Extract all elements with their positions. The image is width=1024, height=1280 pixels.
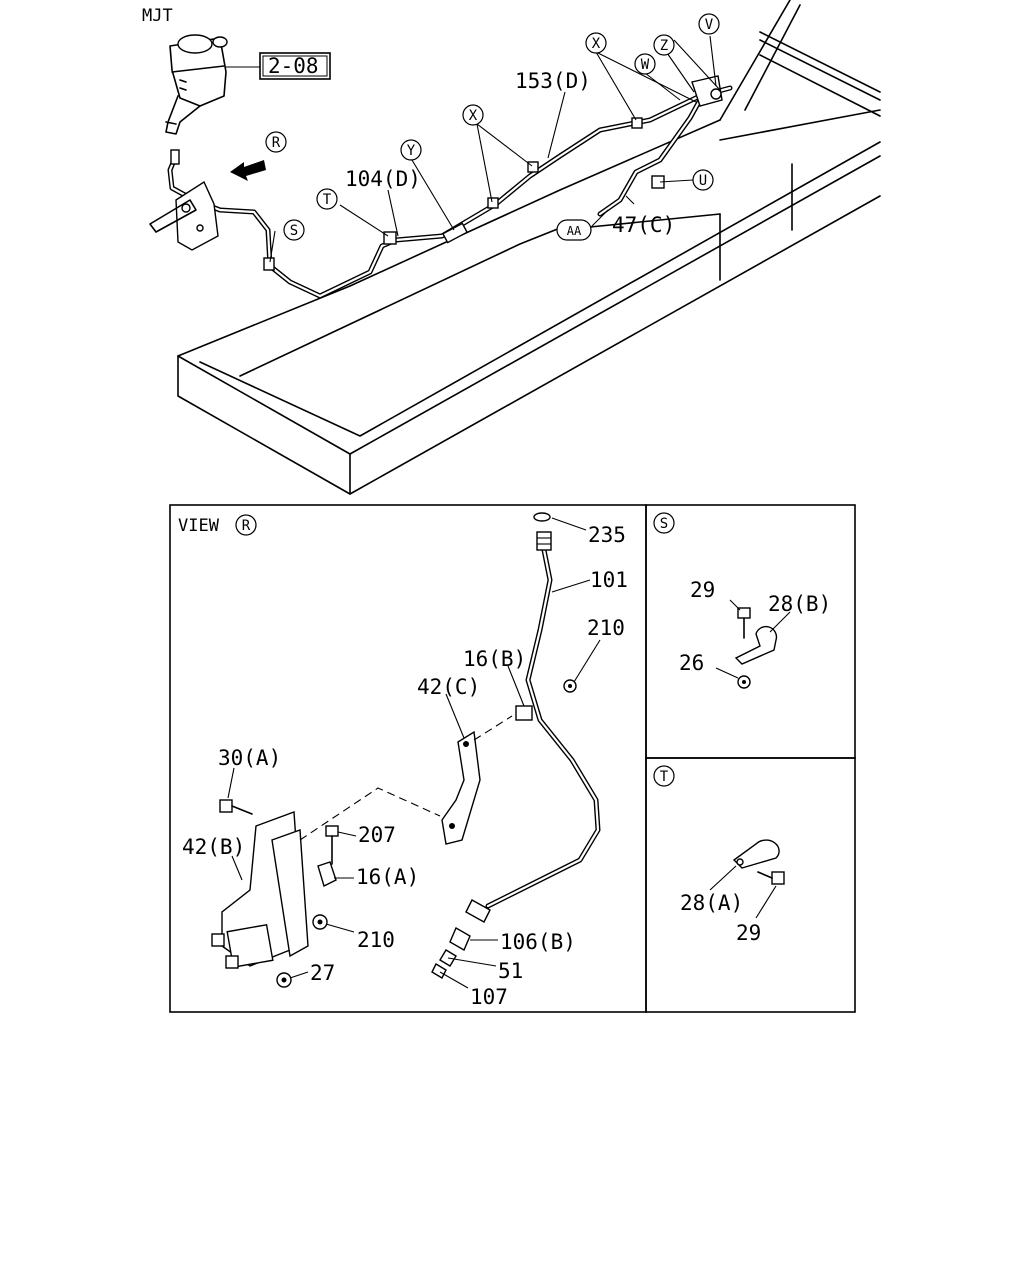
circle-label-s-view: S	[653, 512, 675, 534]
circle-label-s-top: S	[283, 219, 305, 241]
reference-box-text: 2-08	[268, 54, 319, 78]
callout-235: 235	[588, 523, 626, 547]
svg-text:X: X	[592, 36, 601, 52]
callout-30a: 30(A)	[218, 746, 281, 770]
callout-16b: 16(B)	[463, 647, 526, 671]
svg-text:Z: Z	[660, 38, 668, 54]
circle-label-t-top: T	[316, 188, 338, 210]
svg-text:Y: Y	[407, 143, 416, 159]
svg-text:X: X	[469, 108, 478, 124]
view-s-panel	[645, 504, 856, 759]
circle-label-u: U	[692, 169, 714, 191]
view-direction-arrow	[230, 160, 266, 181]
callout-153d: 153(D)	[515, 69, 591, 93]
circle-label-y: Y	[400, 139, 422, 161]
view-t-panel	[645, 757, 856, 1013]
circle-label-r-view: R	[235, 514, 257, 536]
reference-box: 2-08	[259, 52, 331, 80]
view-t-drawing	[709, 839, 785, 919]
svg-text:T: T	[323, 192, 332, 208]
circle-label-r-top: R	[265, 131, 287, 153]
callout-29-s: 29	[690, 578, 715, 602]
callout-51: 51	[498, 959, 523, 983]
circle-label-w: W	[634, 53, 656, 75]
clutch-fluid-reservoir	[165, 34, 260, 135]
callout-107: 107	[470, 985, 508, 1009]
callout-27: 27	[310, 961, 335, 985]
circle-label-x-1: X	[462, 104, 484, 126]
callout-42c: 42(C)	[417, 675, 480, 699]
callout-29-t: 29	[736, 921, 761, 945]
svg-text:R: R	[242, 518, 251, 534]
svg-text:V: V	[705, 17, 714, 33]
clutch-pipe-assembly	[149, 75, 733, 299]
svg-text:R: R	[272, 135, 281, 151]
callout-26: 26	[679, 651, 704, 675]
circle-label-z: Z	[653, 34, 675, 56]
callout-42b: 42(B)	[182, 835, 245, 859]
top-leader-lines	[269, 35, 721, 263]
svg-text:W: W	[641, 57, 650, 73]
callout-47c: 47(C)	[612, 213, 675, 237]
callout-101: 101	[590, 568, 628, 592]
callout-28a: 28(A)	[680, 891, 743, 915]
view-s-drawing	[715, 599, 791, 689]
view-title: VIEW	[178, 516, 220, 536]
svg-text:T: T	[660, 769, 669, 785]
page-code: MJT	[142, 6, 173, 26]
circle-label-aa: AA	[556, 219, 592, 241]
callout-210-lower: 210	[357, 928, 395, 952]
svg-text:AA: AA	[567, 224, 582, 238]
svg-text:S: S	[660, 516, 668, 532]
vehicle-frame	[177, 0, 881, 495]
circle-label-t-view: T	[653, 765, 675, 787]
circle-label-v: V	[698, 13, 720, 35]
circle-label-x-2: X	[585, 32, 607, 54]
svg-text:U: U	[699, 173, 707, 189]
callout-104d: 104(D)	[345, 167, 421, 191]
view-r-leader-lines	[227, 517, 601, 989]
callout-210-upper: 210	[587, 616, 625, 640]
callout-16a: 16(A)	[356, 865, 419, 889]
view-r-drawing	[211, 512, 601, 988]
callout-207: 207	[358, 823, 396, 847]
callout-106b: 106(B)	[500, 930, 576, 954]
callout-28b: 28(B)	[768, 592, 831, 616]
svg-text:S: S	[290, 223, 298, 239]
